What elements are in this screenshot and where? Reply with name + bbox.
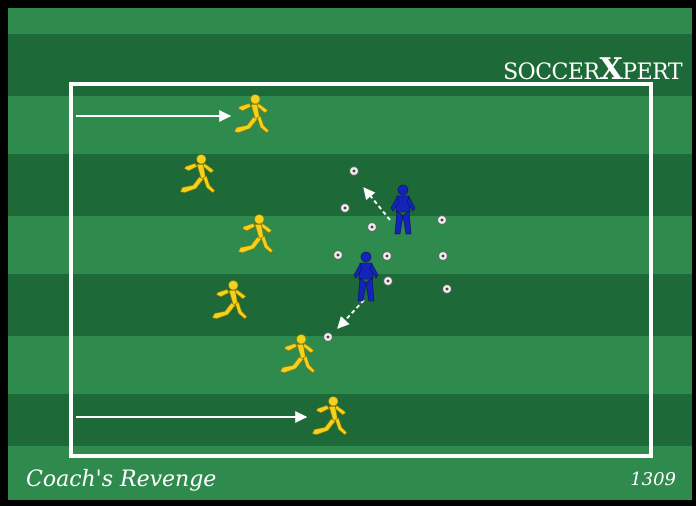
soccer-ball-icon <box>341 204 350 213</box>
soccer-ball-icon <box>443 285 452 294</box>
soccer-ball-icon <box>350 167 359 176</box>
drill-title: Coach's Revenge <box>26 467 216 492</box>
soccer-ball-icon <box>439 252 448 261</box>
brand-x: X <box>600 52 623 87</box>
drill-code: 1309 <box>630 469 676 490</box>
soccer-ball-icon <box>383 252 392 261</box>
soccer-ball-icon <box>334 251 343 260</box>
soccer-ball-icon <box>438 216 447 225</box>
soccer-ball-icon <box>368 223 377 232</box>
brand-prefix: SOCCER <box>503 60 599 85</box>
soccer-ball-icon <box>324 333 333 342</box>
brand-logo: SOCCERXPERT <box>503 52 682 87</box>
soccer-pitch: SOCCERXPERT Coach's Revenge 1309 <box>8 8 692 500</box>
brand-suffix: PERT <box>622 60 682 85</box>
soccer-ball-icon <box>384 277 393 286</box>
